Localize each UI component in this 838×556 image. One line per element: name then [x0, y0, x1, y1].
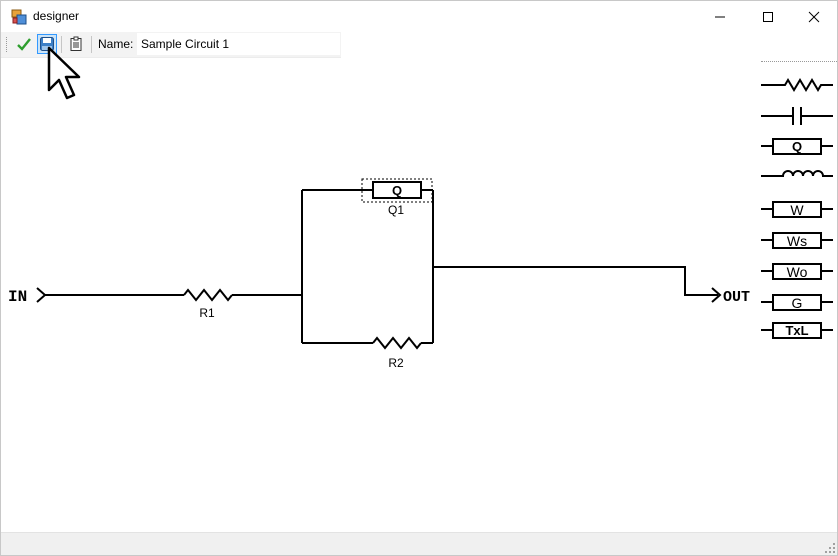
palette-cpe[interactable]: Q: [761, 134, 837, 158]
palette-resistor[interactable]: [761, 73, 837, 97]
toolbar: Name:: [1, 32, 341, 58]
r1-label: R1: [199, 306, 215, 320]
input-label: IN: [8, 288, 27, 306]
toolbar-separator: [91, 36, 92, 53]
component-q1[interactable]: [372, 181, 422, 199]
resize-grip-icon[interactable]: [825, 543, 835, 553]
maximize-icon: [763, 11, 773, 22]
toolbar-grip[interactable]: [6, 37, 9, 52]
palette-warburg-short-label: Ws: [787, 233, 807, 249]
palette-capacitor[interactable]: [761, 104, 837, 128]
q1-label: Q1: [388, 203, 404, 217]
app-icon: [11, 9, 27, 25]
clipboard-button[interactable]: [66, 34, 86, 54]
title-bar[interactable]: designer: [1, 1, 837, 32]
ok-button[interactable]: [14, 34, 34, 54]
mouse-cursor-icon: [47, 46, 81, 100]
save-icon: [40, 37, 54, 51]
palette-warburg-open[interactable]: Wo: [761, 259, 837, 283]
palette-inductor[interactable]: [761, 164, 837, 188]
toolbar-separator: [61, 36, 62, 53]
palette-gerischer-label: G: [792, 295, 803, 311]
checkmark-icon: [17, 38, 31, 51]
circuit-canvas[interactable]: Q IN OUT R1 R2 Q1: [1, 58, 837, 533]
palette-cpe-label: Q: [792, 139, 802, 154]
resistor-r2: [372, 336, 422, 350]
name-input[interactable]: [137, 33, 340, 55]
r2-label: R2: [388, 356, 404, 370]
close-icon: [808, 11, 820, 22]
minimize-icon: [715, 16, 725, 17]
save-button[interactable]: [37, 34, 57, 54]
wire-output: [433, 266, 718, 296]
palette-gerischer[interactable]: G: [761, 290, 837, 314]
output-terminal-arrow: [711, 287, 722, 303]
palette-warburg-short[interactable]: Ws: [761, 228, 837, 252]
input-terminal-arrow: [36, 287, 47, 303]
circuit-diagram[interactable]: Q IN OUT R1 R2 Q1: [1, 58, 837, 533]
q1-symbol: Q: [392, 183, 402, 198]
status-bar: [1, 532, 837, 555]
maximize-button[interactable]: [745, 1, 791, 32]
resistor-r1: [183, 288, 233, 302]
palette-warburg[interactable]: W: [761, 197, 837, 221]
palette-warburg-label: W: [790, 202, 804, 218]
palette-transmission-line-label: TxL: [785, 323, 808, 338]
component-palette: Q W Ws Wo: [761, 61, 837, 344]
q1-selection-box[interactable]: [361, 178, 433, 203]
output-label: OUT: [723, 289, 750, 306]
palette-warburg-open-label: Wo: [787, 264, 808, 280]
minimize-button[interactable]: [697, 1, 743, 32]
close-button[interactable]: [791, 1, 837, 32]
palette-transmission-line[interactable]: TxL: [761, 318, 837, 342]
name-label: Name:: [98, 37, 134, 51]
clipboard-icon: [70, 36, 82, 51]
window-title: designer: [33, 9, 80, 23]
